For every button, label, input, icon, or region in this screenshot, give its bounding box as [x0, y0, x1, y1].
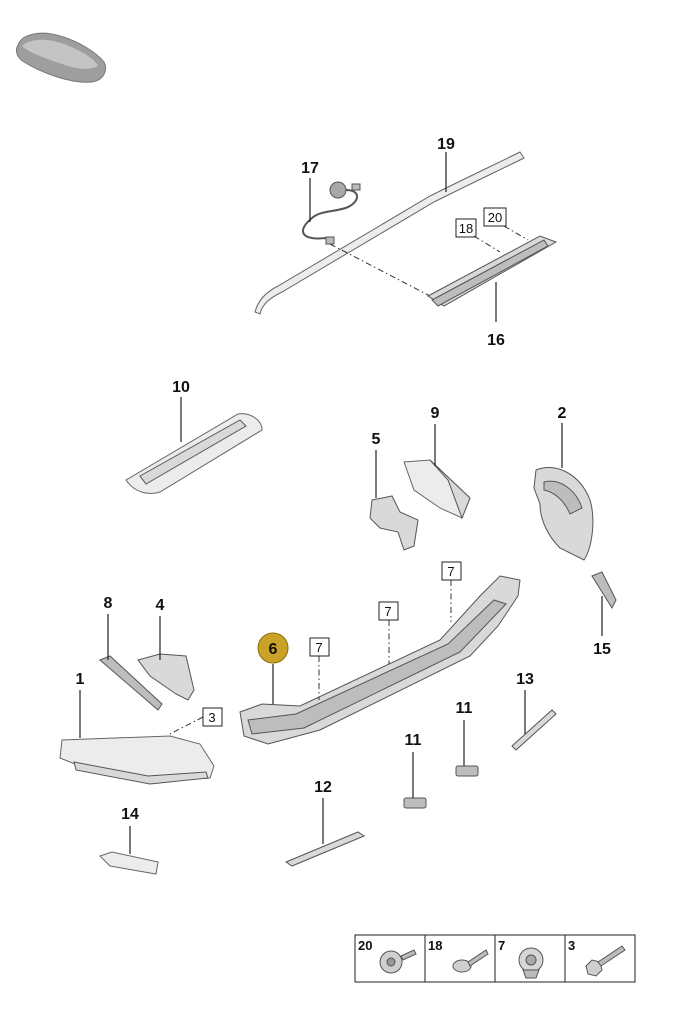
label-16: 16: [487, 332, 505, 349]
label-11b: 11: [456, 700, 473, 717]
label-10: 10: [172, 379, 190, 396]
flange-screw-icon: [379, 949, 417, 974]
label-15: 15: [593, 641, 611, 658]
part-5-bracket: [369, 495, 419, 551]
box-label-7a: 7: [315, 640, 322, 655]
box-label-18: 18: [459, 221, 473, 236]
box-18: [455, 218, 477, 238]
highlight-badge-6: [257, 632, 289, 664]
part-1-side-cover: [59, 735, 215, 785]
label-8: 8: [104, 595, 113, 612]
box-label-20: 20: [488, 210, 502, 225]
part-6-bumper-carrier: [239, 575, 521, 745]
dashline-17: [329, 243, 431, 297]
legend-label-7: 7: [498, 938, 505, 953]
legend-label-18: 18: [428, 938, 442, 953]
part-17-wiring: [302, 181, 361, 245]
part-19-seal-strip: [254, 151, 525, 315]
label-5: 5: [372, 431, 381, 448]
clip-nut-icon: [518, 947, 544, 979]
label-4: 4: [156, 597, 165, 614]
part-12-strip: [284, 831, 366, 867]
label-14: 14: [121, 806, 139, 823]
part-9-trim: [403, 459, 471, 520]
label-2: 2: [558, 405, 567, 422]
legend-label-20: 20: [358, 938, 372, 953]
part-11-clip-a: [403, 797, 427, 809]
box-label-7b: 7: [384, 604, 391, 619]
dashline-18: [473, 235, 501, 253]
dashline-3: [169, 716, 204, 735]
box-label-3: 3: [208, 710, 215, 725]
label-13: 13: [516, 671, 534, 688]
part-14-reflector: [99, 851, 159, 875]
part-11-clip-b: [455, 765, 479, 777]
car-thumbnail-icon: [15, 32, 106, 83]
box-label-7c: 7: [447, 564, 454, 579]
label-1: 1: [76, 671, 85, 688]
box-20: [483, 207, 507, 227]
trim-screw-icon: [452, 949, 489, 973]
part-16-brake-light: [427, 235, 558, 307]
fastener-legend: 20 18 7 3: [354, 934, 636, 983]
dashline-20: [503, 225, 529, 241]
label-17: 17: [301, 160, 319, 177]
hex-bolt-icon: [585, 945, 626, 977]
label-19: 19: [437, 136, 455, 153]
part-8-strip: [99, 655, 163, 711]
legend-label-3: 3: [568, 938, 575, 953]
label-12: 12: [314, 779, 332, 796]
label-6: 6: [269, 641, 278, 658]
part-2-tail-light: [533, 467, 594, 561]
part-15-reflector: [591, 571, 617, 610]
part-10-panel: [125, 413, 263, 494]
part-13-strip: [511, 709, 557, 751]
label-9: 9: [431, 405, 440, 422]
label-11a: 11: [405, 732, 422, 749]
part-4-bracket: [137, 653, 195, 701]
